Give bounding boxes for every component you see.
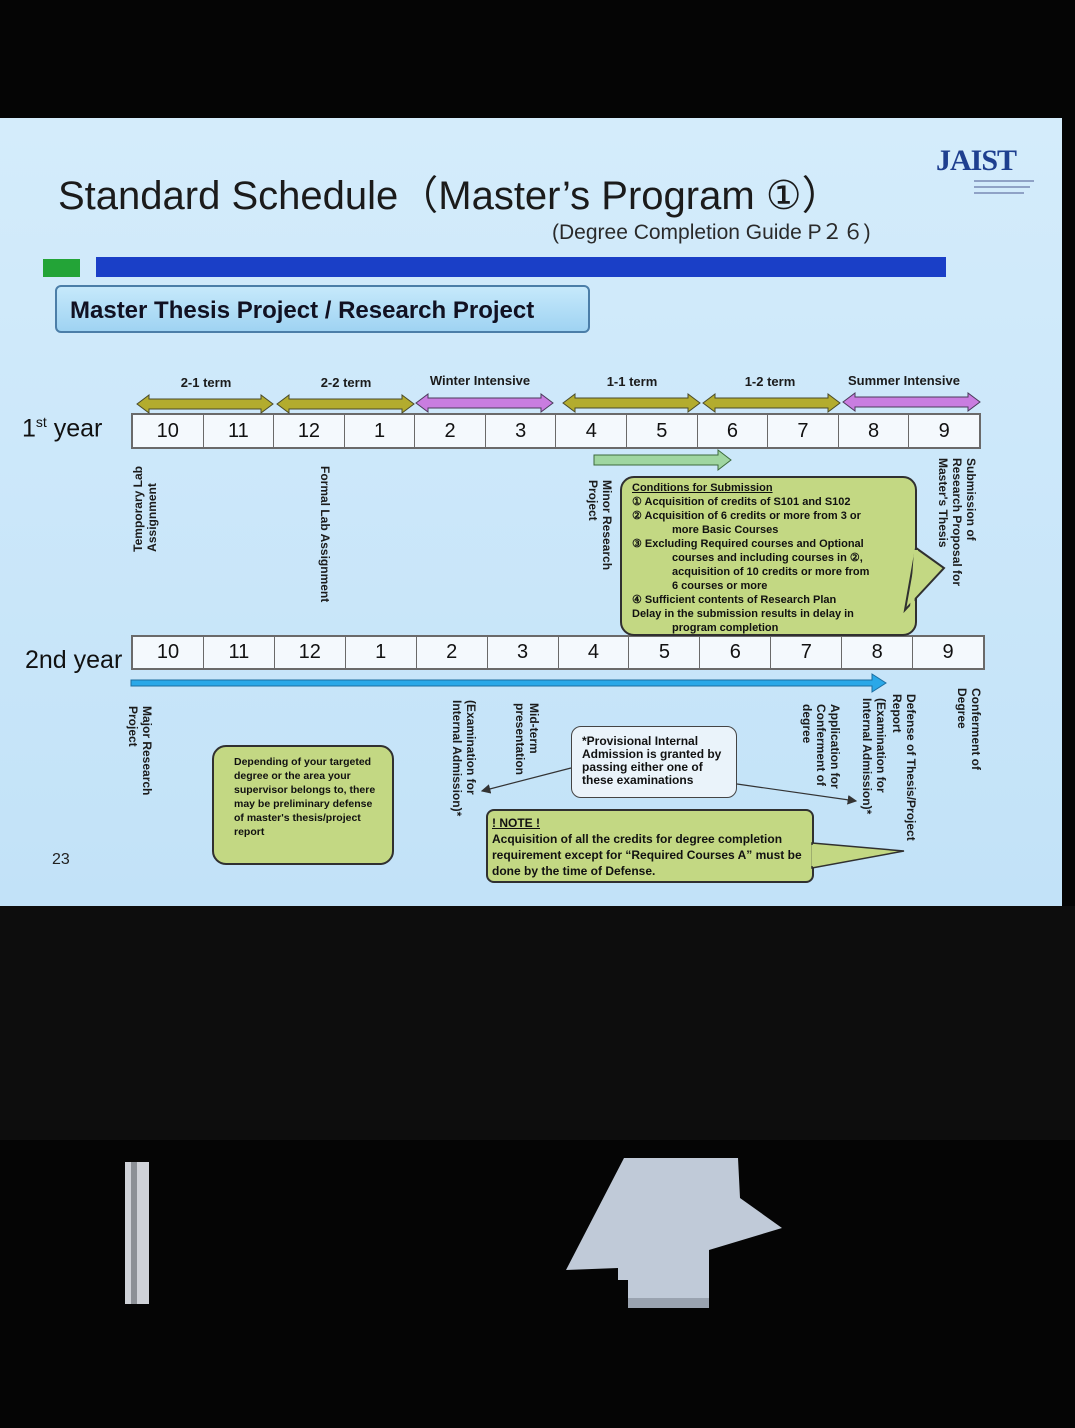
formal-lab-label: Formal Lab Assignment: [318, 466, 332, 603]
condition-3-cont-c: 6 courses or more: [672, 580, 768, 592]
midterm-label: Mid-term presentation: [513, 703, 541, 776]
note-bubble-tail: [811, 842, 905, 869]
minor-research-label: Minor Research Project: [586, 480, 614, 571]
term-arrow-winter: [415, 393, 554, 413]
submission-label: Submission of Research Proposal for Mast…: [936, 458, 978, 587]
month-cell: 1: [345, 415, 416, 447]
term-label-2-1: 2-1 term: [180, 375, 232, 390]
application-label: Application for Conferment of degree: [800, 704, 842, 789]
month-cell: 1: [346, 637, 417, 668]
month-cell: 5: [627, 415, 698, 447]
section-heading: Master Thesis Project / Research Project: [55, 285, 590, 333]
month-cell: 5: [629, 637, 701, 668]
term-label-winter: Winter Intensive: [429, 373, 531, 388]
delay-note-1: Delay in the submission results in delay…: [632, 608, 854, 620]
schedule-arrows: [130, 392, 981, 869]
month-cell: 7: [768, 415, 839, 447]
delay-note-2: program completion: [672, 622, 779, 634]
condition-3-cont-a: courses and including courses in ②,: [672, 552, 863, 564]
term-label-summer: Summer Intensive: [848, 373, 960, 388]
green-marker: [43, 259, 80, 277]
month-cell: 8: [839, 415, 910, 447]
condition-3: ③ Excluding Required courses and Optiona…: [632, 538, 864, 550]
term-arrow-summer: [842, 392, 981, 412]
logo-text: JAIST: [936, 144, 1017, 177]
month-cell: 11: [204, 415, 275, 447]
presentation-slide: Standard Schedule（Master’s Program ①） (D…: [0, 118, 1062, 906]
note-label: ! NOTE !: [492, 816, 540, 830]
provisional-note: *Provisional Internal Admission is grant…: [571, 726, 737, 798]
term-arrow-1-2: [702, 393, 841, 413]
condition-3-cont-b: acquisition of 10 credits or more from: [672, 566, 870, 578]
term-arrow-2-2: [276, 394, 415, 414]
jaist-logo: JAIST: [930, 144, 1040, 202]
conditions-title: Conditions for Submission: [632, 482, 773, 494]
month-cell: 9: [938, 420, 950, 442]
month-cell: 10: [133, 637, 204, 668]
slide-subtitle: (Degree Completion Guide P２６): [552, 221, 871, 244]
blue-header-bar: [96, 257, 946, 277]
term-label-1-1: 1-1 term: [606, 374, 658, 389]
month-cell: 2: [415, 415, 486, 447]
year1-label: 1st year: [22, 414, 103, 443]
major-research-arrow: [130, 673, 887, 693]
screen-lower-area: [0, 906, 1075, 1140]
conditions-bubble: Conditions for Submission ① Acquisition …: [620, 476, 917, 636]
month-cell: 6: [698, 415, 769, 447]
condition-2-cont: more Basic Courses: [672, 524, 779, 536]
month-cell: 11: [204, 637, 275, 668]
major-research-label: Major Research Project: [126, 706, 154, 796]
exam-summer-label: (Examination for Internal Admission)*: [860, 698, 888, 815]
term-label-2-2: 2-2 term: [320, 375, 372, 390]
condition-1: ① Acquisition of credits of S101 and S10…: [632, 496, 851, 508]
condition-4: ④ Sufficient contents of Research Plan: [632, 594, 837, 606]
depending-note-bubble: Depending of your targeted degree or the…: [212, 745, 394, 865]
month-cell: 12: [275, 637, 346, 668]
defense-label: Defense of Thesis/Project Report: [890, 694, 918, 841]
year2-label: 2nd year: [25, 646, 123, 674]
page-number: 23: [52, 851, 70, 868]
month-cell: 3: [486, 415, 557, 447]
month-cell: 4: [559, 637, 630, 668]
condition-2: ② Acquisition of 6 credits or more from …: [632, 510, 861, 522]
month-cell: 9: [942, 641, 954, 663]
term-arrow-2-1: [136, 394, 274, 414]
lectern-shape: [566, 1158, 782, 1308]
term-arrow-1-1: [562, 393, 701, 413]
stage-foreground: [125, 1158, 782, 1308]
minor-research-arrow: [593, 448, 732, 472]
exam-winter-label: (Examination for Internal Admission)*: [450, 700, 478, 817]
month-cell: 4: [556, 415, 628, 447]
conferment-label: Conferment of Degree: [955, 688, 983, 770]
term-label-1-2: 1-2 term: [744, 374, 796, 389]
month-cell: 8: [842, 637, 914, 668]
note-text: Acquisition of all the credits for degre…: [492, 832, 802, 878]
month-cell: 10: [133, 415, 204, 447]
month-cell: 2: [417, 637, 488, 668]
month-cell: 12: [274, 415, 345, 447]
month-cell: 7: [771, 637, 843, 668]
month-cell: 6: [700, 637, 772, 668]
month-cell: 3: [488, 637, 559, 668]
note-bubble: ! NOTE ! Acquisition of all the credits …: [486, 809, 814, 883]
slide-title: Standard Schedule（Master’s Program ①）: [58, 174, 842, 218]
